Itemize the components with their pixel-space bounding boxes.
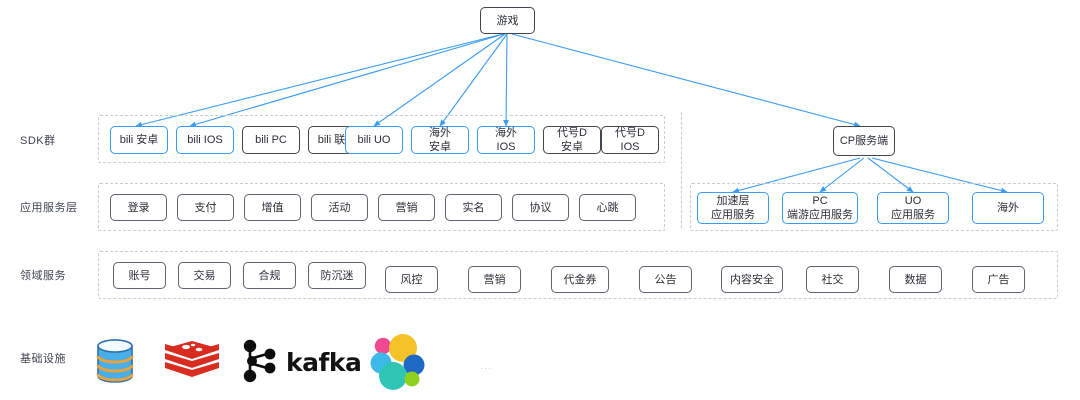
elasticsearch-icon	[365, 332, 427, 397]
domain-node-data[interactable]: 数据	[889, 266, 942, 293]
cp-app-node-overseas-label: 海外	[997, 202, 1019, 214]
app-node-activity-label: 活动	[328, 201, 351, 214]
row-label-domain: 领域服务	[20, 270, 66, 282]
app-node-login-label: 登录	[127, 201, 150, 214]
domain-node-account[interactable]: 账号	[113, 262, 166, 289]
sdk-node-bili-pc-label: bili PC	[255, 134, 287, 146]
sdk-node-codename-d-android-label: 代号D 安卓	[557, 127, 587, 153]
sdk-node-bili-android-label: bili 安卓	[119, 134, 159, 146]
kafka-wordmark: kafka	[286, 348, 362, 377]
domain-node-compliance-label: 合规	[258, 269, 281, 282]
sdk-node-overseas-ios[interactable]: 海外 IOS	[477, 126, 535, 154]
domain-node-transaction[interactable]: 交易	[178, 262, 231, 289]
app-node-protocol[interactable]: 协议	[512, 194, 569, 221]
cp-app-node-pc-client-label: PC 端游应用服务	[787, 195, 853, 221]
sdk-node-bili-pc[interactable]: bili PC	[242, 126, 300, 154]
sdk-node-bili-uo[interactable]: bili UO	[345, 126, 403, 154]
domain-node-marketing[interactable]: 营销	[468, 266, 521, 293]
sdk-node-bili-ios-label: bili IOS	[187, 134, 223, 146]
cp-app-node-uo-label: UO 应用服务	[891, 195, 935, 221]
domain-node-data-label: 数据	[904, 273, 927, 286]
sdk-node-overseas-android-label: 海外 安卓	[429, 127, 451, 153]
app-node-realname-label: 实名	[462, 201, 485, 214]
app-node-payment-label: 支付	[194, 201, 217, 214]
app-node-realname[interactable]: 实名	[445, 194, 502, 221]
domain-node-account-label: 账号	[128, 269, 151, 282]
domain-node-content-security[interactable]: 内容安全	[721, 266, 783, 293]
domain-node-voucher-label: 代金券	[563, 273, 597, 286]
database-icon	[94, 338, 136, 391]
domain-node-advertising-label: 广告	[987, 273, 1010, 286]
sdk-node-codename-d-android[interactable]: 代号D 安卓	[543, 126, 601, 154]
domain-node-marketing-label: 营销	[483, 273, 506, 286]
app-service-group-container	[98, 183, 665, 231]
infra-more-ellipsis: ...	[480, 360, 493, 372]
redis-icon	[163, 340, 221, 389]
kafka-icon	[240, 338, 282, 389]
sdk-node-codename-d-ios[interactable]: 代号D IOS	[601, 126, 659, 154]
cp-app-node-uo[interactable]: UO 应用服务	[877, 192, 949, 224]
domain-node-voucher[interactable]: 代金券	[551, 266, 609, 293]
sdk-node-overseas-android[interactable]: 海外 安卓	[411, 126, 469, 154]
domain-node-anti-addiction[interactable]: 防沉迷	[308, 262, 366, 289]
row-label-infra: 基础设施	[20, 353, 66, 365]
domain-node-social[interactable]: 社交	[806, 266, 859, 293]
node-cp-server-label: CP服务端	[839, 135, 889, 147]
node-game-label: 游戏	[496, 14, 519, 27]
section-divider	[681, 112, 682, 228]
cp-app-node-overseas[interactable]: 海外	[972, 192, 1044, 224]
node-game[interactable]: 游戏	[480, 7, 535, 34]
domain-node-social-label: 社交	[821, 273, 844, 286]
row-label-sdk: SDK群	[20, 135, 56, 147]
app-node-activity[interactable]: 活动	[311, 194, 368, 221]
domain-node-risk-control[interactable]: 风控	[385, 266, 438, 293]
app-node-heartbeat[interactable]: 心跳	[579, 194, 636, 221]
app-node-value-added-label: 增值	[261, 201, 284, 214]
domain-node-announcement-label: 公告	[654, 273, 677, 286]
row-label-app: 应用服务层	[20, 202, 78, 214]
sdk-node-codename-d-ios-label: 代号D IOS	[615, 127, 645, 153]
cp-app-node-pc-client[interactable]: PC 端游应用服务	[782, 192, 858, 224]
app-node-login[interactable]: 登录	[110, 194, 167, 221]
app-node-marketing-label: 营销	[395, 201, 418, 214]
domain-node-content-security-label: 内容安全	[730, 273, 774, 286]
domain-node-announcement[interactable]: 公告	[639, 266, 692, 293]
sdk-group-container	[98, 115, 665, 163]
cp-app-service-group-container	[690, 183, 1058, 231]
sdk-node-bili-ios[interactable]: bili IOS	[176, 126, 234, 154]
domain-node-compliance[interactable]: 合规	[243, 262, 296, 289]
domain-node-risk-control-label: 风控	[400, 273, 423, 286]
sdk-node-bili-android[interactable]: bili 安卓	[110, 126, 168, 154]
app-node-payment[interactable]: 支付	[177, 194, 234, 221]
cp-app-node-acceleration-label: 加速层 应用服务	[711, 195, 755, 221]
app-node-marketing[interactable]: 营销	[378, 194, 435, 221]
sdk-node-overseas-ios-label: 海外 IOS	[495, 127, 517, 153]
cp-app-node-acceleration[interactable]: 加速层 应用服务	[697, 192, 769, 224]
app-node-heartbeat-label: 心跳	[596, 201, 619, 214]
domain-service-group-container	[98, 251, 1058, 299]
domain-node-transaction-label: 交易	[193, 269, 216, 282]
domain-node-advertising[interactable]: 广告	[972, 266, 1025, 293]
domain-node-anti-addiction-label: 防沉迷	[320, 269, 354, 282]
sdk-node-bili-uo-label: bili UO	[357, 134, 391, 146]
node-cp-server[interactable]: CP服务端	[833, 126, 895, 156]
app-node-protocol-label: 协议	[529, 201, 552, 214]
app-node-value-added[interactable]: 增值	[244, 194, 301, 221]
